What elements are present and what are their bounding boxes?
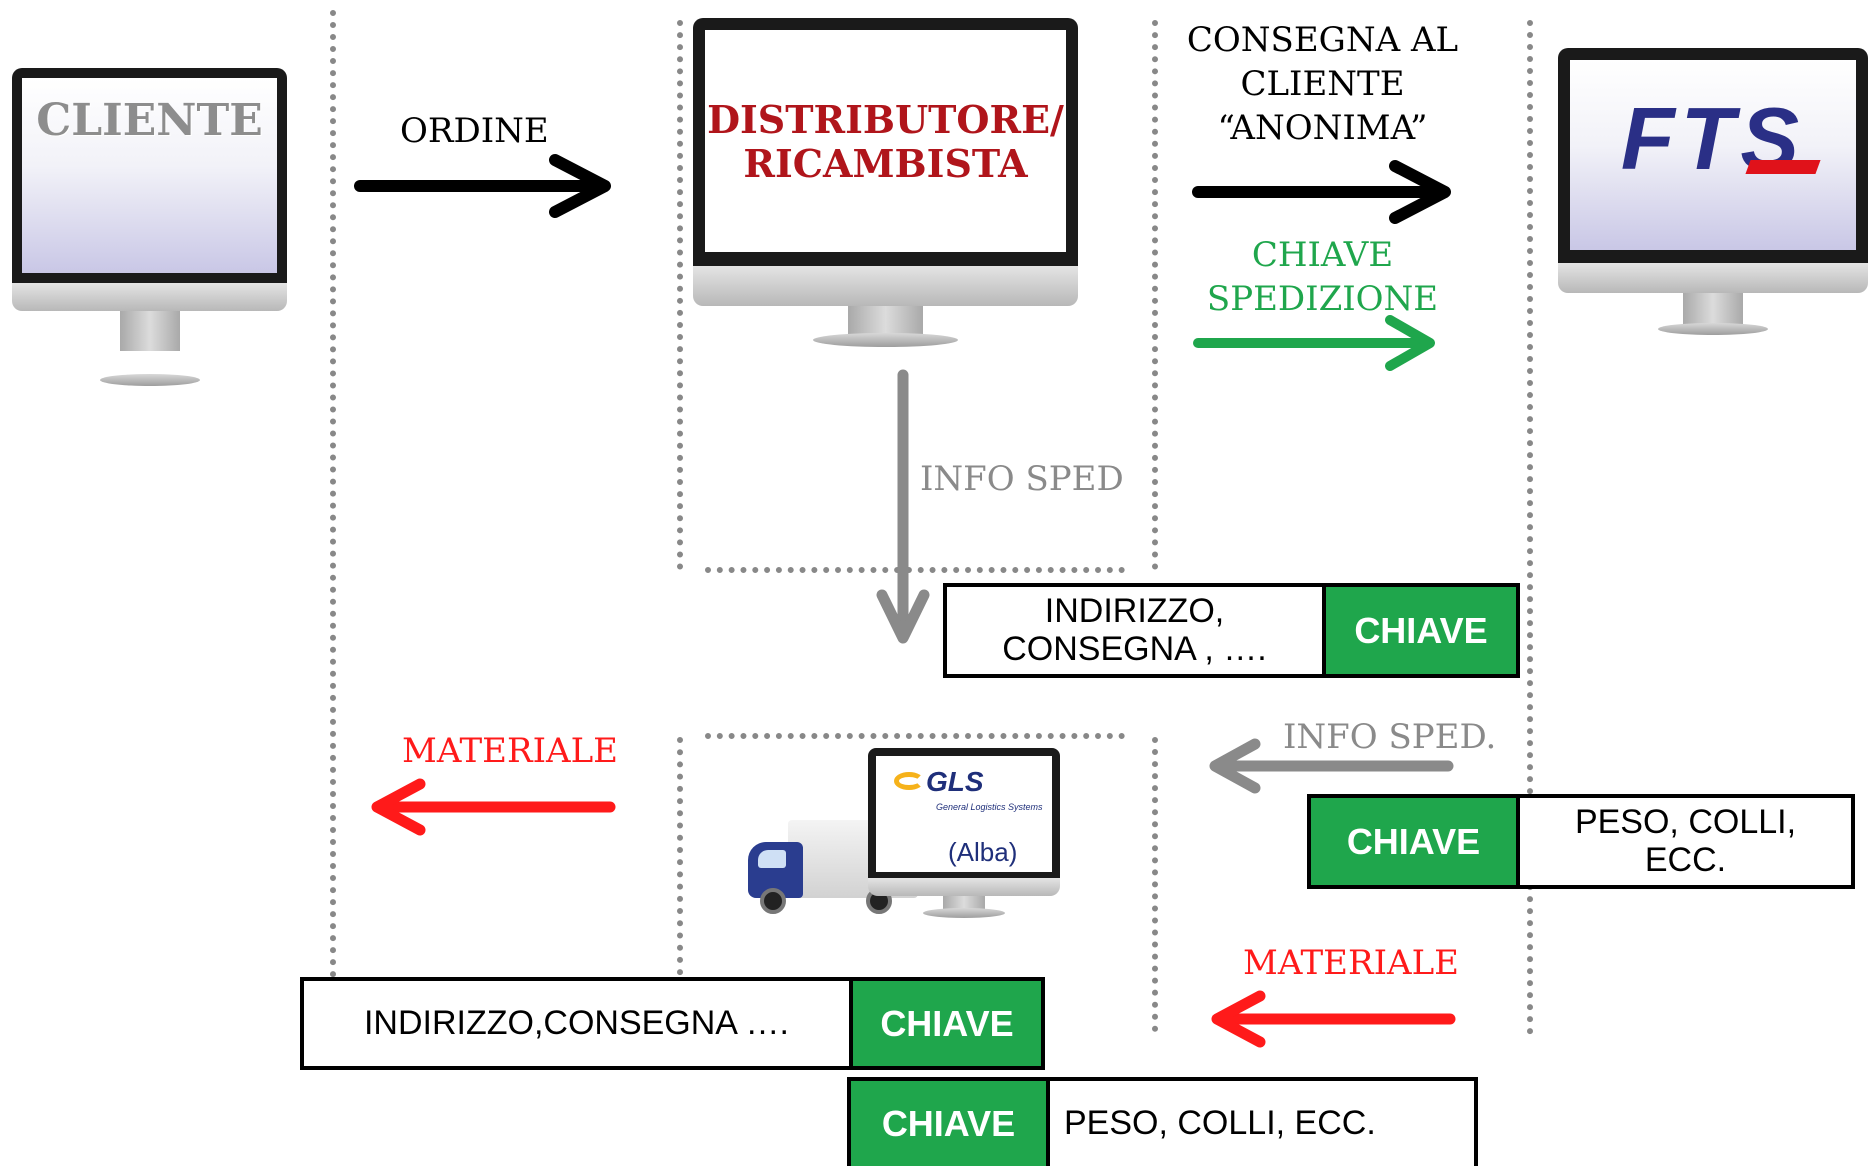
- truck-wheel: [760, 888, 786, 914]
- separator-line: [1152, 20, 1158, 570]
- record-text-line2: CONSEGNA , ….: [1002, 629, 1267, 668]
- cliente-monitor: CLIENTE: [12, 68, 287, 386]
- consegna-label-line2: CLIENTE: [1240, 64, 1405, 105]
- record-text: INDIRIZZO,CONSEGNA ….: [304, 981, 853, 1066]
- info-sped-dot-label: INFO SPED.: [1283, 717, 1497, 757]
- separator-line: [1152, 737, 1158, 1032]
- record-text: PESO, COLLI, ECC.: [1064, 1103, 1376, 1142]
- distributore-label-line2: RICAMBISTA: [743, 140, 1028, 186]
- truck-window: [758, 850, 786, 868]
- info-sped-left-arrow: [1209, 738, 1454, 794]
- record-indirizzo-chiave-bottom: INDIRIZZO,CONSEGNA …. CHIAVE: [300, 977, 1045, 1070]
- materiale-left-arrow: [371, 778, 616, 836]
- chiave-box: CHIAVE: [1311, 798, 1520, 885]
- chiave-box: CHIAVE: [1326, 587, 1516, 674]
- materiale-left-label: MATERIALE: [402, 731, 618, 771]
- record-chiave-peso-bottom: CHIAVE PESO, COLLI, ECC.: [847, 1077, 1478, 1166]
- info-sped-arrow: [876, 369, 930, 644]
- consegna-arrow: [1192, 160, 1451, 224]
- chiave-box: CHIAVE: [853, 981, 1041, 1066]
- separator-line: [705, 567, 1125, 573]
- record-text-line2: ECC.: [1644, 840, 1727, 879]
- record-text: INDIRIZZO, CONSEGNA , ….: [947, 587, 1326, 674]
- record-text-line1: INDIRIZZO,: [1044, 592, 1225, 631]
- record-text-line1: PESO, COLLI,: [1574, 803, 1797, 842]
- chiave-spedizione-line1: CHIAVE: [1251, 235, 1394, 275]
- record-text: PESO, COLLI, ECC.: [1520, 798, 1851, 885]
- gls-subtitle: General Logistics Systems: [936, 802, 1043, 812]
- info-sped-label: INFO SPED: [920, 459, 1124, 499]
- cliente-label: CLIENTE: [36, 95, 263, 146]
- chiave-box: CHIAVE: [851, 1081, 1050, 1166]
- chiave-spedizione-line2: SPEDIZIONE: [1206, 279, 1439, 320]
- gls-logo: GLS: [926, 766, 984, 797]
- record-chiave-peso: CHIAVE PESO, COLLI, ECC.: [1307, 794, 1855, 889]
- chiave-spedizione-arrow: [1193, 315, 1435, 371]
- ordine-label: ORDINE: [400, 111, 549, 151]
- consegna-label-line1: CONSEGNA AL: [1186, 20, 1459, 60]
- separator-line: [677, 20, 683, 570]
- chiave-spedizione-label: CHIAVE SPEDIZIONE: [1190, 233, 1455, 321]
- gls-location: (Alba): [948, 837, 1018, 867]
- separator-line: [705, 733, 1125, 739]
- separator-line: [677, 737, 683, 1012]
- consegna-label-line3: “ANONIMA”: [1217, 108, 1428, 149]
- ordine-arrow: [354, 154, 611, 218]
- consegna-label: CONSEGNA AL CLIENTE “ANONIMA”: [1170, 18, 1475, 151]
- distributore-label: DISTRIBUTORE/ RICAMBISTA: [705, 98, 1066, 185]
- gls-monitor: GLS General Logistics Systems (Alba): [868, 748, 1060, 923]
- materiale-right-arrow: [1211, 990, 1456, 1048]
- record-indirizzo-chiave: INDIRIZZO, CONSEGNA , …. CHIAVE: [943, 583, 1520, 678]
- distributore-label-line1: DISTRIBUTORE/: [707, 97, 1064, 142]
- materiale-right-label: MATERIALE: [1243, 943, 1459, 983]
- distributore-monitor: DISTRIBUTORE/ RICAMBISTA: [693, 18, 1078, 363]
- fts-monitor: FTS: [1558, 48, 1868, 338]
- gls-swoosh-icon: [894, 772, 924, 790]
- separator-line: [1527, 20, 1533, 1035]
- separator-line: [330, 10, 336, 990]
